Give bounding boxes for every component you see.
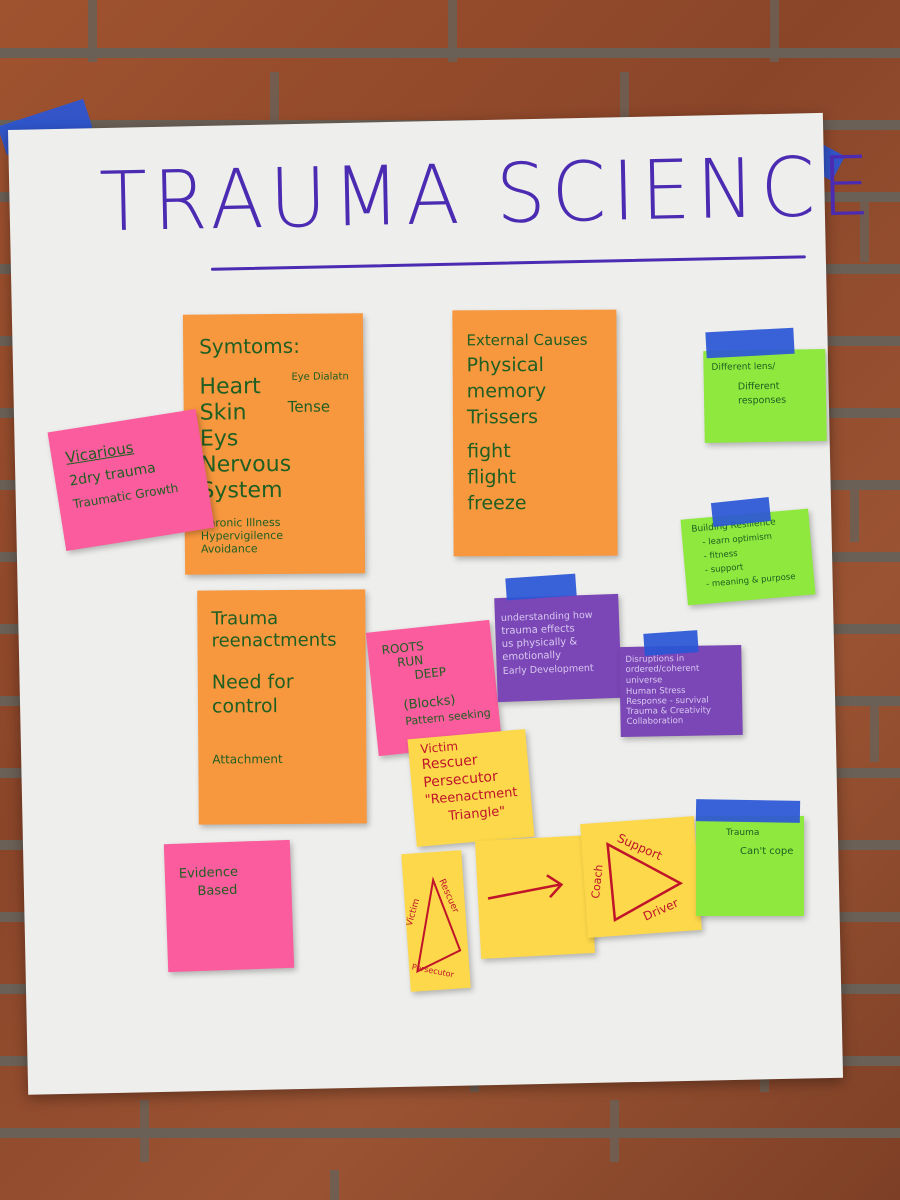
note-understanding: understanding how trauma effects us phys… (494, 593, 622, 703)
understanding-line: Early Development (502, 662, 594, 677)
tape-disruptions (643, 630, 699, 656)
note-reenactments: Trauma reenactments Need for control Att… (197, 589, 367, 825)
reenact-line: reenactments (211, 629, 337, 652)
symptoms-line: Nervous (200, 451, 292, 478)
note-victim-triangle: Victim Rescuer Persecutor (401, 850, 471, 992)
external-line: fight (467, 440, 511, 463)
brick-mortar (140, 1100, 149, 1162)
note-reenactment-triangle: Victim Rescuer Persecutor "Reenactment T… (407, 729, 535, 847)
external-line: External Causes (466, 330, 588, 350)
symptoms-heading: Symtoms: (199, 333, 300, 359)
external-line: memory (466, 379, 547, 403)
symptoms-small: Hypervigilence (200, 528, 284, 543)
evidence-line: Based (197, 882, 238, 900)
note-symptoms: Symtoms: Heart Skin Eys Nervous System C… (182, 313, 366, 575)
reenact-line: Need for (211, 670, 294, 694)
triangle-drawing (606, 842, 684, 922)
note-evidence-based: Evidence Based (163, 839, 295, 973)
brick-mortar (330, 1170, 339, 1200)
note-vicarious: Vicarious 2dry trauma Traumatic Growth (47, 409, 215, 551)
brick-mortar (850, 480, 859, 542)
triangle-drawing (416, 876, 462, 974)
note-disruptions: Disruptions in ordered/coherent universe… (619, 644, 743, 738)
note-different-lens: Different lens/ Different responses (703, 348, 827, 444)
symptoms-small: Chronic Illness (200, 515, 281, 530)
note-trauma-cope: Trauma Can't cope (696, 816, 804, 916)
external-line: freeze (467, 492, 527, 515)
symptoms-small: Avoidance (200, 542, 258, 556)
brick-mortar (860, 200, 869, 262)
different-lens-line: Different lens/ (711, 361, 776, 373)
tape-trauma-cope (695, 799, 801, 823)
reenact-line: control (211, 695, 278, 718)
brick-mortar (620, 72, 629, 134)
brick-mortar (770, 0, 779, 62)
reenact-small: Attachment (212, 751, 283, 767)
brick-mortar (270, 72, 279, 134)
note-arrow (474, 835, 596, 959)
disruptions-line: Collaboration (626, 715, 684, 727)
poster-title: TRAUMA SCIENCE (98, 139, 878, 251)
trauma-cope-line: Trauma (726, 828, 760, 838)
external-line: Trissers (466, 405, 539, 429)
symptoms-side: Eye Dialatn (291, 371, 349, 383)
symptoms-line: System (200, 477, 283, 504)
note-support-triangle: Support Coach Driver (580, 816, 702, 938)
trauma-cope-line: Can't cope (740, 846, 794, 857)
external-line: Physical (466, 353, 544, 377)
note-external-causes: External Causes Physical memory Trissers… (452, 309, 618, 557)
title-underline (210, 255, 806, 271)
external-line: flight (467, 466, 517, 489)
symptoms-line: Eys (199, 426, 239, 452)
tape-different-lens (705, 327, 795, 359)
arrow-right-icon (487, 874, 564, 900)
brick-mortar (448, 0, 457, 62)
brick-mortar (610, 1100, 619, 1162)
brick-mortar (88, 0, 97, 62)
brick-mortar (870, 700, 879, 762)
different-lens-line: responses (737, 394, 787, 407)
reenact-line: Trauma (211, 608, 279, 630)
symptoms-side: Tense (287, 397, 331, 416)
